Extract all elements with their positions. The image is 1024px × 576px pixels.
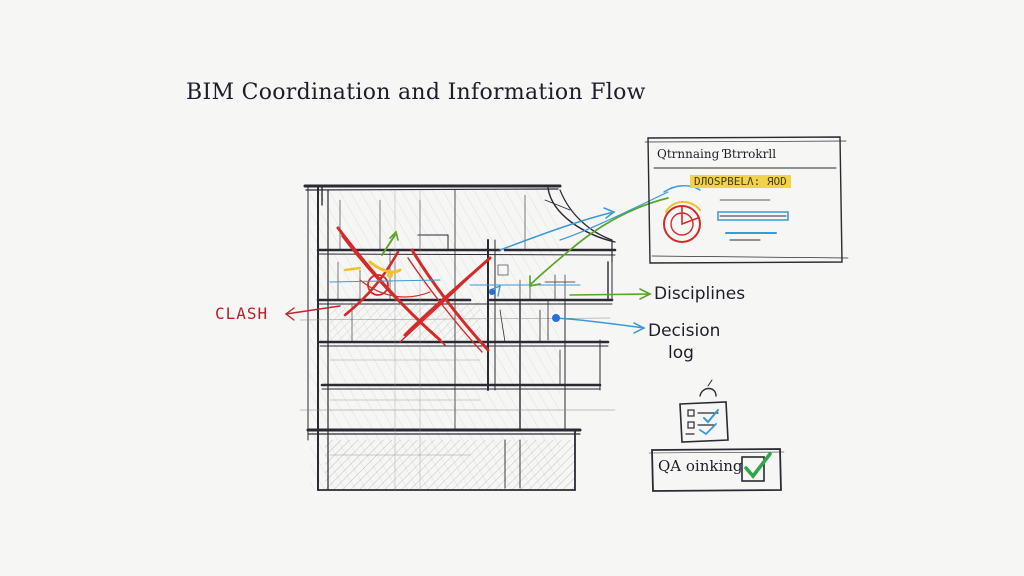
- disciplines-label: Disciplines: [654, 284, 746, 304]
- pie-chart-icon: [663, 201, 701, 243]
- checklist-clipboard-icon: [679, 379, 729, 443]
- qa-signoff-label: QA oinking: [658, 457, 743, 475]
- clash-x-mark-icon: [336, 226, 492, 353]
- decision-log-label: Decision log: [648, 320, 721, 364]
- dashboard-panel-tag: DЛOSPВЕLɅ: ЯОD: [690, 175, 791, 188]
- decision-log-line2: log: [668, 343, 694, 363]
- clash-highlights: [329, 230, 581, 297]
- building-section: [299, 184, 617, 491]
- dashboard-panel: [644, 136, 849, 264]
- page-title: BIM Coordination and Information Flow: [186, 80, 646, 105]
- clash-label: CLASH: [215, 304, 269, 323]
- clash-arrow: [284, 305, 341, 321]
- qa-signoff-box: [648, 448, 785, 492]
- checkmark-icon: [744, 452, 772, 479]
- flow-arrows: [489, 191, 669, 334]
- dashboard-panel-title: Qtrnnaing Ɓtrrokrll: [657, 147, 777, 161]
- decision-log-line1: Decision: [648, 321, 721, 341]
